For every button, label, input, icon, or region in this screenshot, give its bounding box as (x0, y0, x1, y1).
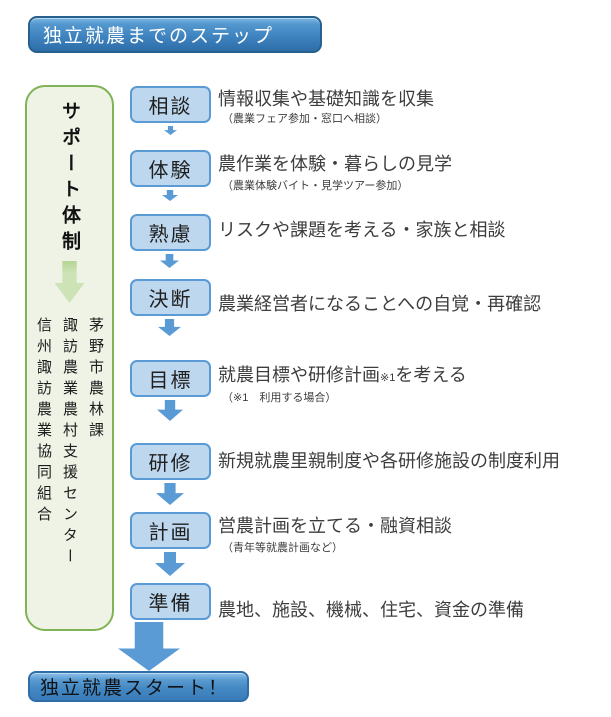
step-box-mokuhyou: 目標 (130, 360, 211, 397)
step-label: 研修 (148, 453, 193, 475)
step-box-junbi: 準備 (130, 583, 211, 620)
support-panel: サポート体制 茅野市農林課 諏訪農業農村支援センター 信州諏訪農業協同組合 (25, 85, 114, 631)
step-box-taiken: 体験 (130, 150, 211, 187)
step-description: 農作業を体験・暮らしの見学 (218, 154, 452, 174)
step-label: 目標 (148, 370, 193, 392)
start-banner-label: 独立就農スタート！ (40, 678, 230, 699)
down-arrow-icon (160, 254, 179, 268)
down-arrow-icon (164, 126, 177, 135)
diagram-title-label: 独立就農までのステップ (43, 26, 275, 47)
green-down-arrow-icon (54, 261, 85, 303)
footnote-ref: ※1 (380, 372, 396, 384)
support-organizations: 茅野市農林課 諏訪農業農村支援センター 信州諏訪農業協同組合 (33, 317, 106, 569)
step-description: 情報収集や基礎知識を収集 (218, 89, 434, 109)
step-note: （※1 利用する場合） (222, 392, 337, 404)
step-description-main: 就農目標や研修計画 (218, 365, 380, 385)
step-label: 決断 (148, 289, 193, 311)
step-description: 新規就農里親制度や各研修施設の制度利用 (218, 451, 560, 471)
step-box-keikaku: 計画 (130, 512, 211, 549)
down-arrow-icon (156, 483, 184, 505)
step-note: （農業フェア参加・窓口へ相談） (222, 113, 387, 125)
diagram-title: 独立就農までのステップ (28, 16, 322, 53)
step-note: （農業体験バイト・見学ツアー参加） (222, 180, 409, 192)
step-box-ketsudan: 決断 (130, 279, 211, 316)
step-label: 準備 (148, 593, 193, 615)
down-arrow-icon (158, 319, 181, 336)
down-arrow-icon (162, 190, 178, 201)
step-description-suffix: を考える (395, 365, 467, 385)
big-down-arrow-icon (118, 622, 180, 671)
support-panel-title: サポート体制 (59, 101, 80, 257)
step-description: リスクや課題を考える・家族と相談 (218, 220, 506, 240)
step-label: 体験 (148, 160, 193, 182)
step-label: 熟慮 (148, 224, 193, 246)
step-description: 営農計画を立てる・融資相談 (218, 516, 452, 536)
down-arrow-icon (157, 400, 183, 421)
step-description: 農地、施設、機械、住宅、資金の準備 (218, 600, 524, 620)
support-org-suwa-center: 諏訪農業農村支援センター (61, 317, 78, 569)
down-arrow-icon (155, 552, 185, 576)
step-label: 相談 (148, 96, 193, 118)
step-description: 農業経営者になることへの自覚・再確認 (218, 294, 542, 314)
step-description: 就農目標や研修計画※1を考える (218, 361, 603, 387)
step-box-soudan: 相談 (130, 86, 211, 123)
start-banner: 独立就農スタート！ (28, 671, 249, 702)
support-org-chino-city: 茅野市農林課 (87, 317, 104, 443)
step-label: 計画 (148, 522, 193, 544)
step-note: （青年等就農計画など） (222, 542, 343, 554)
step-box-jukuryo: 熟慮 (130, 214, 211, 251)
step-box-kenshuu: 研修 (130, 443, 211, 480)
support-org-shinshu-suwa-ja: 信州諏訪農業協同組合 (35, 317, 52, 527)
